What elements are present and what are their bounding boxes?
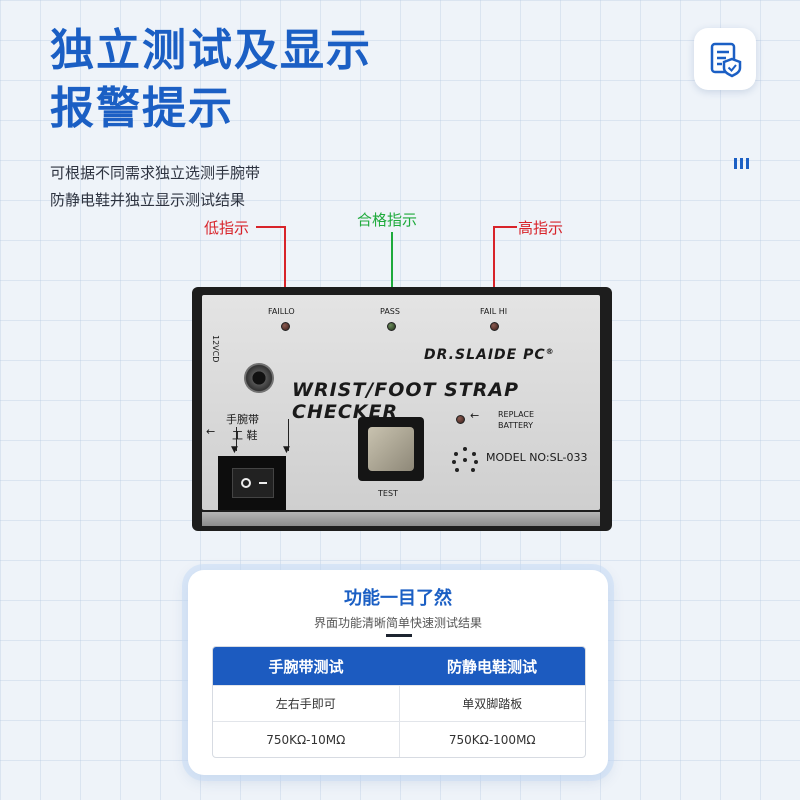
- pass-led: [387, 322, 396, 331]
- brand-logo: DR.SLAIDE PC®: [424, 347, 555, 363]
- shoe-label: 工 鞋: [232, 429, 258, 442]
- power-label: 12VCD: [211, 335, 220, 363]
- strap-checker-device: FAILLO PASS FAIL HI 12VCD DR.SLAIDE PC® …: [192, 287, 612, 531]
- brand-mark: ®: [545, 347, 555, 356]
- pass-callout-line: [391, 232, 393, 302]
- table-cell: 750KΩ-100MΩ: [398, 722, 586, 757]
- switch-arrow-head: ▼: [283, 445, 290, 455]
- device-base: [202, 512, 600, 526]
- spec-table: 手腕带测试 防静电鞋测试 左右手即可 单双脚踏板 750KΩ-10MΩ 750K…: [212, 646, 586, 758]
- failhi-led-label: FAIL HI: [480, 307, 508, 316]
- card-title: 功能一目了然: [344, 588, 452, 609]
- table-row: 750KΩ-10MΩ 750KΩ-100MΩ: [213, 721, 585, 757]
- page-subtitle: 可根据不同需求独立选测手腕带 防静电鞋并独立显示测试结果: [50, 160, 260, 214]
- high-callout-line-vertical: [493, 226, 495, 302]
- replace-battery-led: [456, 415, 465, 424]
- header-wrist: 手腕带测试: [268, 657, 344, 676]
- subtitle-line-1: 可根据不同需求独立选测手腕带: [50, 164, 261, 182]
- device-front-panel: FAILLO PASS FAIL HI 12VCD DR.SLAIDE PC® …: [202, 295, 600, 510]
- test-label: TEST: [378, 489, 398, 498]
- faillo-led-label: FAILLO: [268, 307, 295, 316]
- mode-rocker-switch[interactable]: [218, 456, 286, 510]
- high-indicator-label: 高指示: [518, 219, 564, 237]
- document-shield-badge: [694, 28, 756, 90]
- page-title: 独立测试及显示 报警提示: [50, 22, 372, 138]
- decor-bars: [734, 158, 749, 169]
- title-line-1: 独立测试及显示: [50, 25, 372, 76]
- test-button[interactable]: [358, 417, 424, 481]
- replace-battery-label: REPLACE BATTERY: [498, 409, 534, 431]
- document-shield-icon: [710, 42, 742, 78]
- rocker-on-mark: [259, 482, 267, 484]
- rocker-off-mark: [241, 478, 251, 488]
- test-button-cap[interactable]: [368, 427, 414, 471]
- pass-led-label: PASS: [380, 307, 400, 316]
- wrist-strap-label: 手腕带: [226, 413, 259, 426]
- switch-arrow-line: [288, 419, 289, 451]
- replace-line-1: REPLACE: [498, 410, 535, 419]
- low-callout-line-vertical: [284, 226, 286, 302]
- low-callout-line: [256, 226, 285, 228]
- table-cell: 左右手即可: [275, 697, 336, 711]
- table-header-row: 手腕带测试 防静电鞋测试: [213, 647, 585, 685]
- high-callout-line: [493, 226, 517, 228]
- model-number: MODEL NO:SL-033: [486, 451, 588, 464]
- dc-jack: [244, 363, 274, 393]
- replace-arrow: ←: [470, 409, 480, 422]
- table-row: 左右手即可 单双脚踏板: [213, 685, 585, 721]
- subtitle-line-2: 防静电鞋并独立显示测试结果: [50, 191, 246, 209]
- card-subtitle: 界面功能清晰简单快速测试结果: [313, 616, 482, 630]
- failhi-led: [490, 322, 499, 331]
- wrist-arrow-head: ▼: [231, 445, 238, 455]
- table-cell: 单双脚踏板: [398, 686, 586, 721]
- product-name: WRIST/FOOT STRAP CHECKER: [292, 379, 520, 423]
- low-indicator-label: 低指示: [204, 219, 250, 237]
- rocker-toggle[interactable]: [232, 468, 274, 498]
- wrist-arrow-line: [236, 427, 237, 451]
- table-cell: 750KΩ-10MΩ: [266, 732, 346, 747]
- feature-card: 功能一目了然 界面功能清晰简单快速测试结果 手腕带测试 防静电鞋测试 左右手即可…: [188, 570, 608, 775]
- brand-name: DR.SLAIDE PC: [424, 347, 546, 363]
- pass-indicator-label: 合格指示: [357, 211, 418, 229]
- shoe-arrow: ←: [206, 425, 216, 438]
- title-line-2: 报警提示: [50, 83, 234, 134]
- faillo-led: [281, 322, 290, 331]
- card-divider: [386, 634, 412, 637]
- header-shoe: 防静电鞋测试: [446, 657, 537, 676]
- replace-line-2: BATTERY: [498, 421, 533, 430]
- speaker-grille: [450, 445, 480, 475]
